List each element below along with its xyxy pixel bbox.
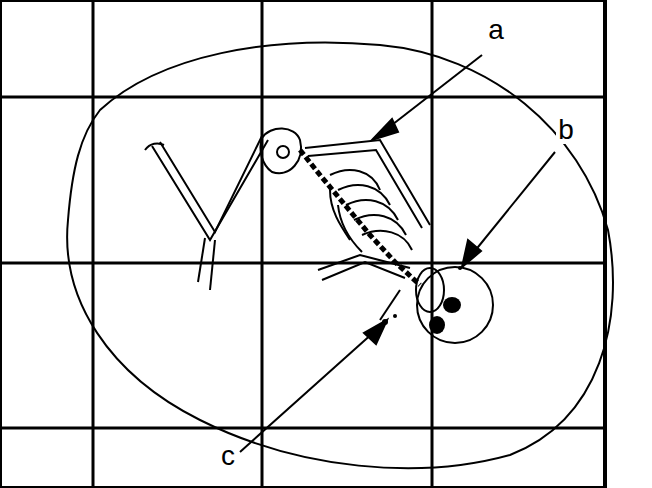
skull-features	[382, 266, 462, 334]
callout-letter: b	[556, 116, 576, 144]
grave-outline	[67, 43, 613, 469]
callout-letter: a	[486, 16, 506, 44]
leader-arrows	[240, 55, 555, 452]
grid	[0, 0, 605, 488]
skeleton	[145, 128, 493, 343]
callout-letter: c	[219, 442, 237, 470]
